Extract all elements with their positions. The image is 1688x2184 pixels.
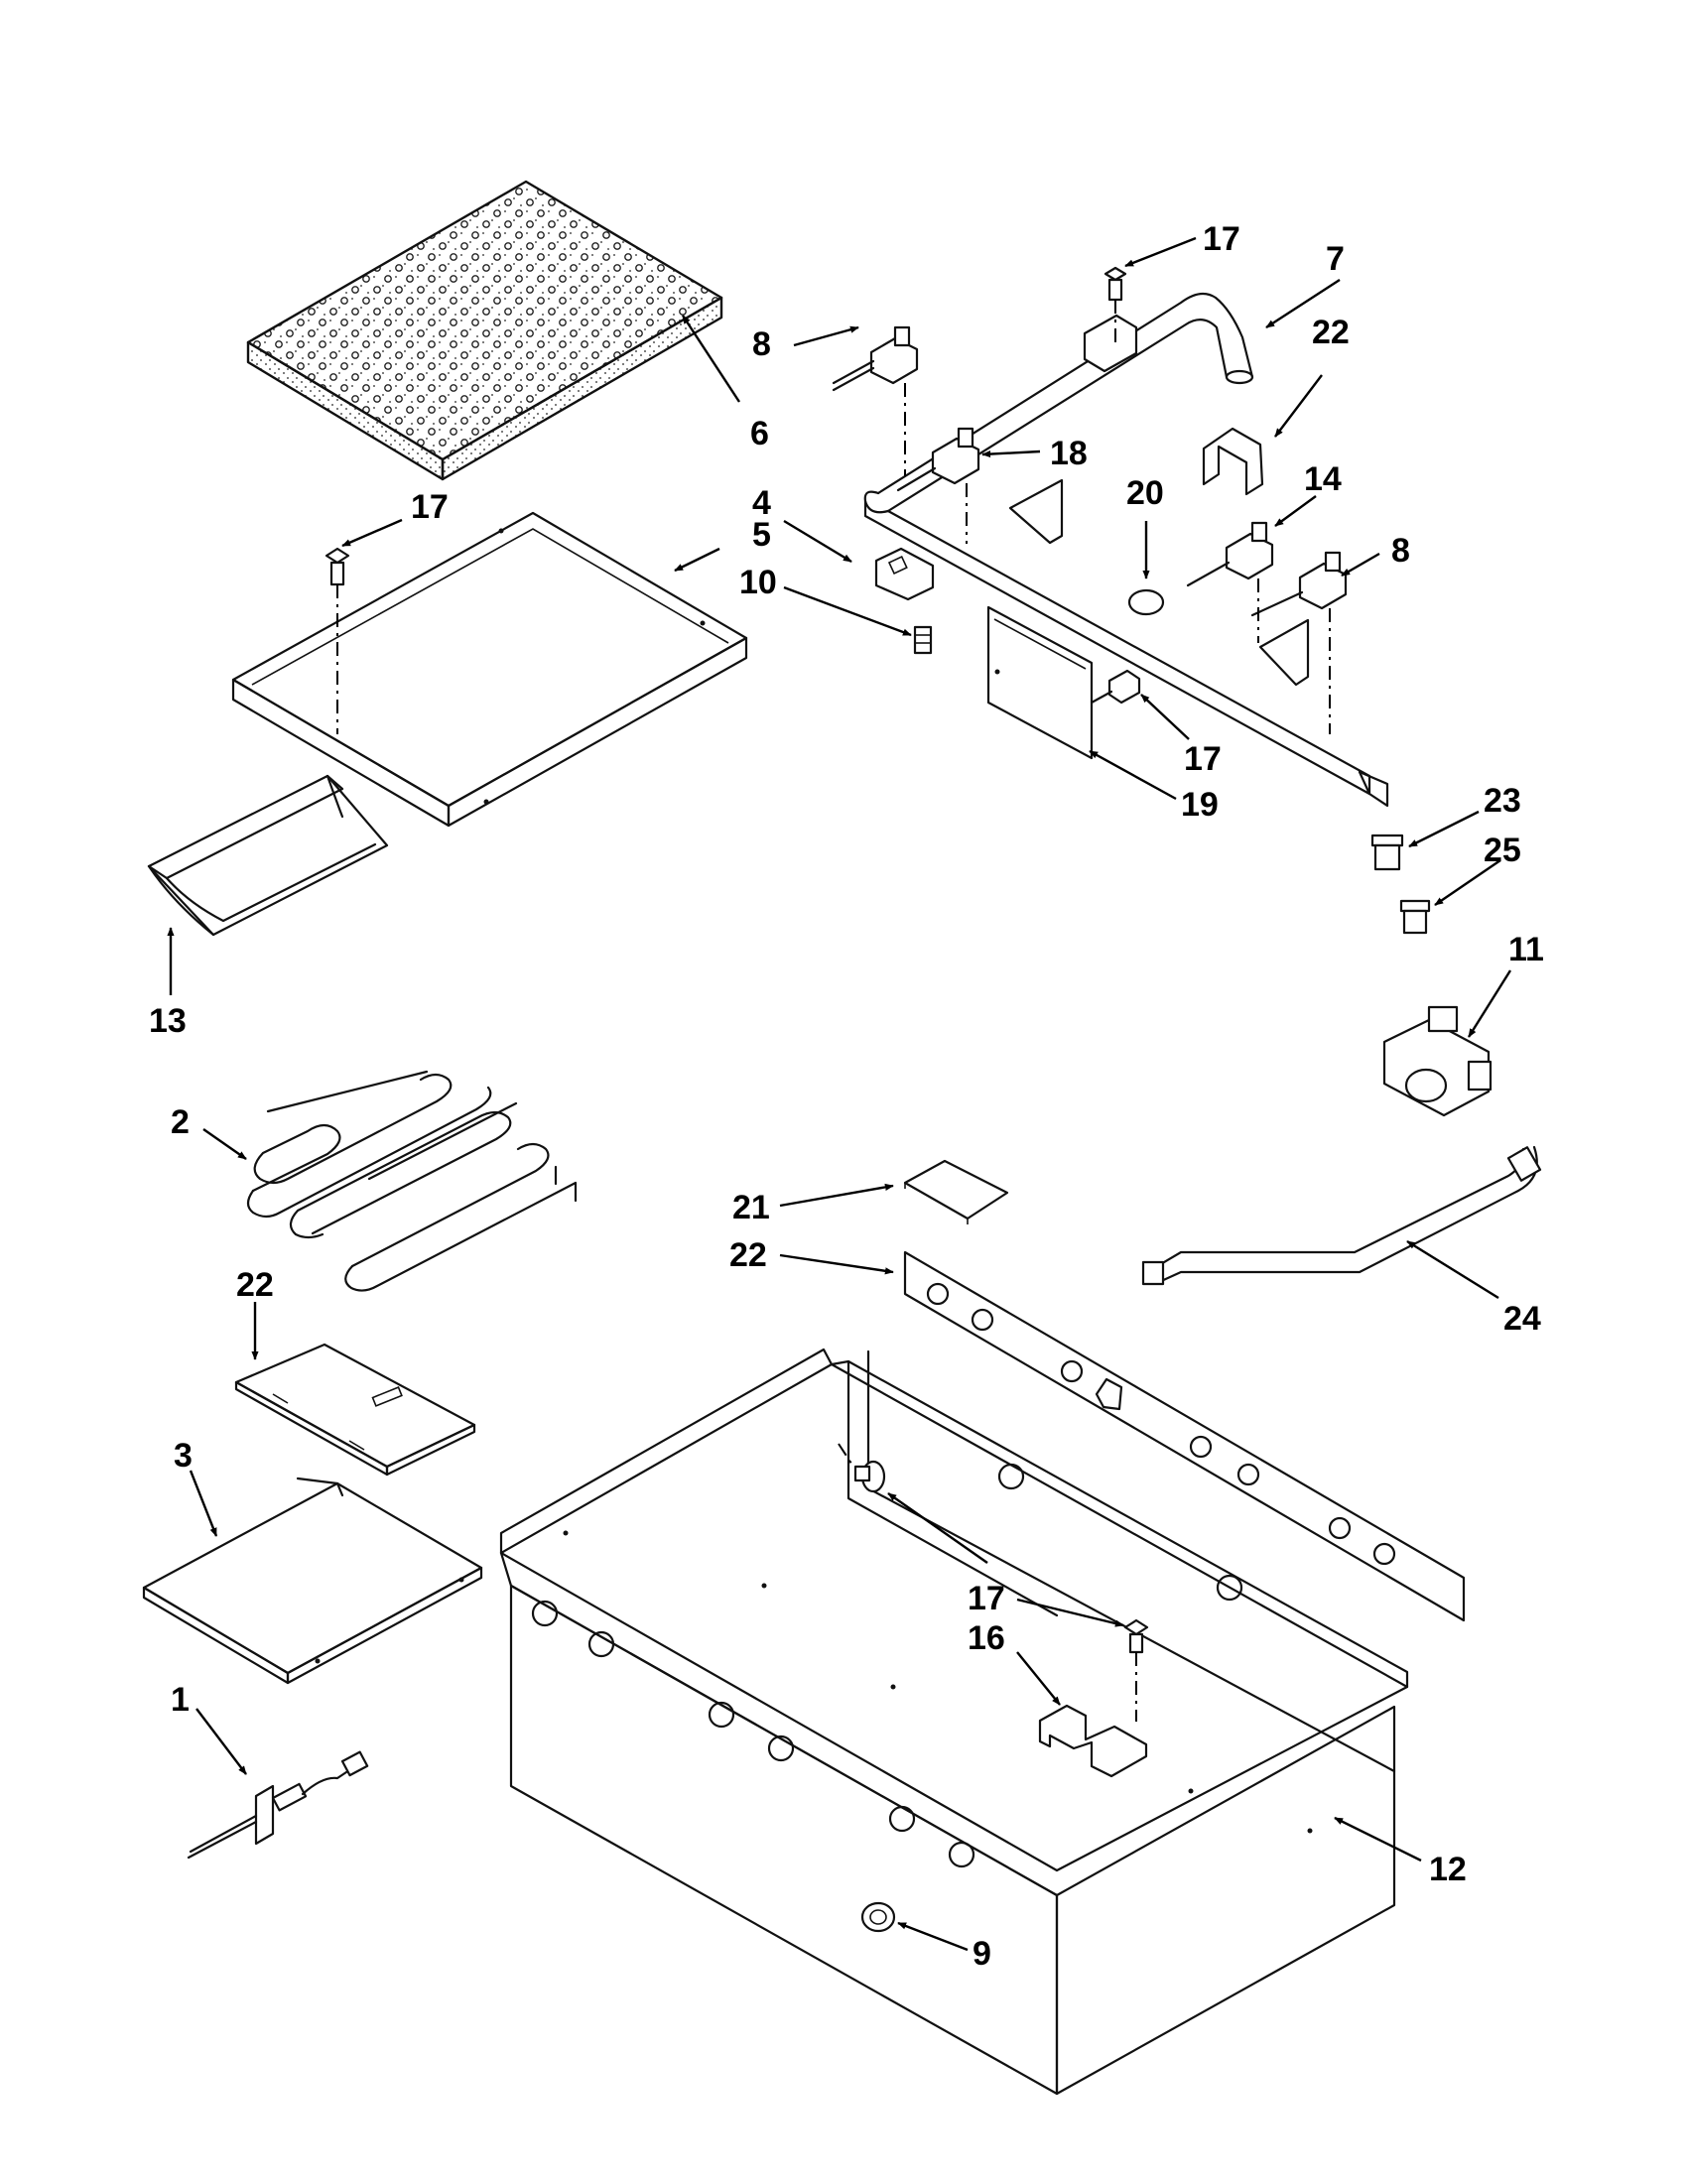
callout-4: 4: [752, 484, 771, 522]
drip-trough-part: [147, 774, 389, 937]
valve-part-18: [896, 427, 980, 492]
grommet-part: [860, 1901, 896, 1933]
callout-18: 18: [1050, 435, 1088, 472]
fitting-part-25: [1399, 899, 1431, 935]
callout-11: 11: [1508, 931, 1544, 968]
perforated-strip-part: [903, 1250, 1466, 1622]
clip-part: [874, 547, 935, 601]
valve-part-right: [1250, 551, 1348, 617]
valve-part-14: [1186, 521, 1274, 587]
screw-part-17-tray: [325, 547, 350, 586]
regulator-part: [1382, 1005, 1493, 1117]
griddle-plate-part: [246, 180, 723, 481]
callout-23: 23: [1484, 782, 1521, 820]
callout-2: 2: [171, 1103, 190, 1141]
callout-7: 7: [1326, 240, 1345, 278]
cover-plate-part: [986, 605, 1094, 760]
callout-1: 1: [171, 1681, 190, 1719]
callout-17-cover: 17: [1184, 740, 1222, 778]
callout-14: 14: [1304, 460, 1342, 498]
gas-manifold-part: [863, 292, 1389, 808]
gas-tube-part: [1141, 1145, 1542, 1286]
callout-25: 25: [1484, 832, 1521, 869]
heating-element-part: [246, 1070, 578, 1292]
small-plate-part: [903, 1159, 1009, 1224]
disc-part: [1127, 588, 1165, 616]
screw-part-17-cover: [1090, 669, 1141, 705]
bracket-plate-part: [234, 1343, 476, 1477]
callout-17-top: 17: [1203, 220, 1240, 258]
callout-8-right: 8: [1391, 532, 1410, 570]
callout-12: 12: [1429, 1851, 1467, 1888]
fitting-part-23: [1370, 834, 1404, 871]
leader-arrows: [167, 236, 1512, 1952]
assembly-guide-lines: [336, 300, 1331, 1722]
callout-20: 20: [1126, 474, 1164, 512]
callout-24: 24: [1503, 1300, 1541, 1338]
screw-part-10: [913, 625, 933, 655]
screw-part-17-top: [1104, 266, 1127, 302]
callout-19: 19: [1181, 786, 1219, 824]
callout-17-box-left: 17: [968, 1580, 1005, 1617]
callout-22-strip: 22: [729, 1236, 767, 1274]
callout-9: 9: [973, 1935, 991, 1973]
callout-17-tray: 17: [411, 488, 449, 526]
callout-5: 5: [752, 516, 771, 554]
callout-10: 10: [739, 564, 777, 601]
igniter-part: [187, 1750, 369, 1860]
shelf-plate-part: [142, 1477, 483, 1685]
bracket-part-upper: [1202, 427, 1264, 496]
bracket-part-16: [1038, 1704, 1148, 1778]
screw-part-17-box-left: [853, 1460, 886, 1493]
callout-21: 21: [732, 1189, 770, 1226]
callout-22-plate: 22: [236, 1266, 274, 1304]
callout-13: 13: [149, 1002, 187, 1040]
callout-labels: 17 7 22 8 6 18 14 20 17 4 5 10 8 17 19 2…: [149, 220, 1544, 1973]
callout-8-upper: 8: [752, 325, 771, 363]
callout-16: 16: [968, 1619, 1005, 1657]
callout-6: 6: [750, 415, 769, 452]
valve-part-upper: [832, 325, 919, 392]
callout-3: 3: [174, 1437, 193, 1475]
tray-frame-part: [231, 511, 748, 828]
callout-22-bracket: 22: [1312, 314, 1350, 351]
burner-box-part: [499, 1348, 1409, 2096]
